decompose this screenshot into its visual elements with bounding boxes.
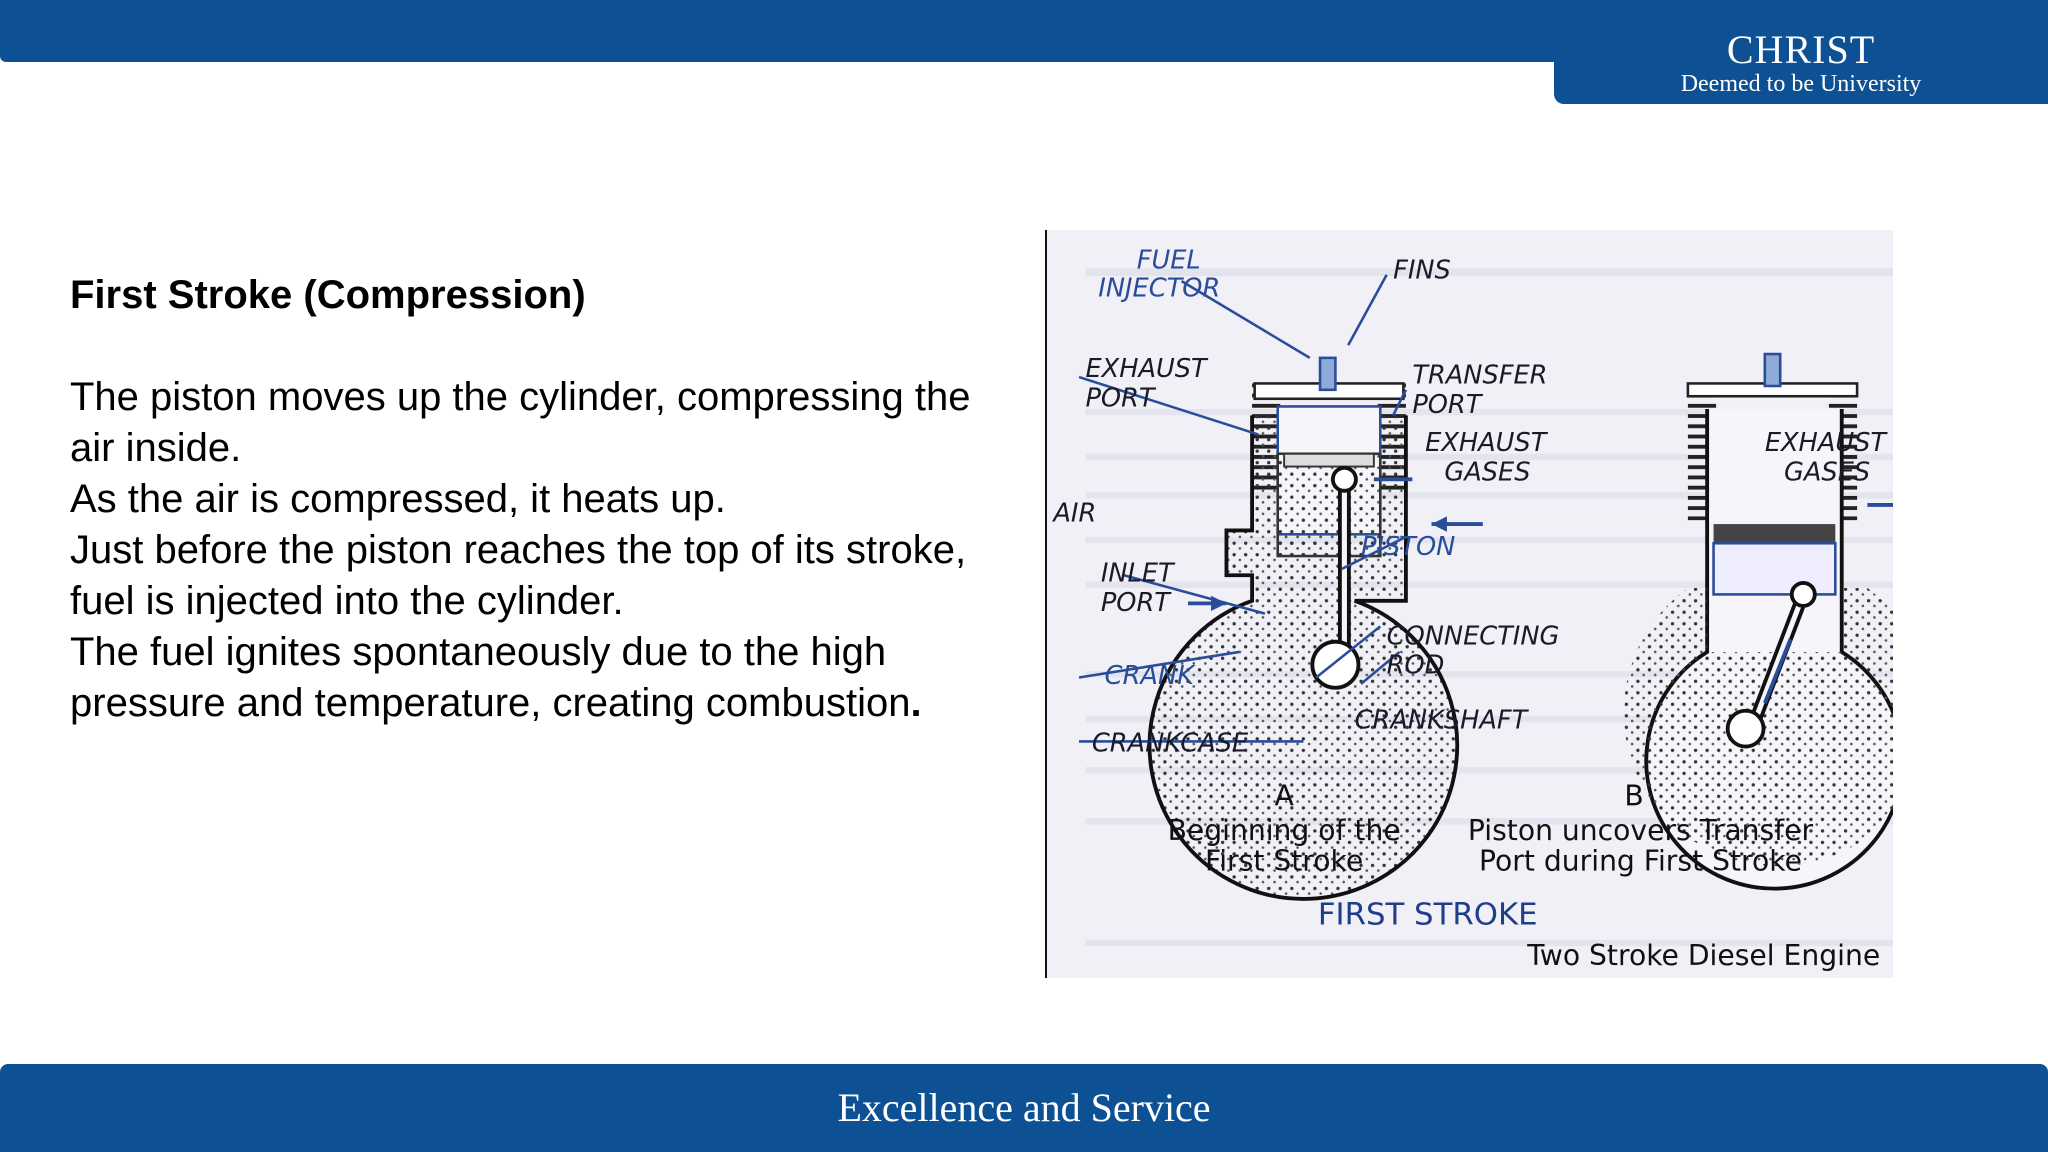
body-line-2: air inside. [70, 426, 242, 470]
leader-lines [1078, 274, 1408, 743]
slide-body: The piston moves up the cylinder, compre… [70, 372, 1050, 729]
footer-bar: Excellence and Service [0, 1064, 2048, 1152]
slide-text: First Stroke (Compression) The piston mo… [70, 270, 1050, 729]
label-crankcase: CRANKCASE [1092, 729, 1249, 759]
label-transfer-port-1: TRANSFER [1412, 360, 1547, 390]
body-line-6: The fuel ignites spontaneously due to th… [70, 630, 887, 674]
figure-title: FIRST STROKE [1318, 896, 1538, 932]
caption-a-line2: First Stroke [1205, 845, 1363, 878]
label-injector: INJECTOR [1098, 274, 1220, 304]
label-exhaust-port-2: PORT [1085, 383, 1156, 413]
caption-b-letter: B [1624, 779, 1643, 812]
slide-heading: First Stroke (Compression) [70, 273, 586, 317]
caption-a-letter: A [1274, 779, 1294, 812]
label-piston: PISTON [1361, 532, 1455, 562]
background-texture [1085, 268, 1893, 947]
body-line-3: As the air is compressed, it heats up. [70, 477, 726, 521]
engine-b-drawing [1623, 352, 1893, 891]
caption-a-line1: Beginning of the [1168, 814, 1401, 847]
body-final-period: . [910, 681, 922, 725]
engine-diagram-figure: FUEL INJECTOR FINS EXHAUST PORT TRANSFER… [1045, 230, 1893, 978]
label-transfer-port-2: PORT [1412, 390, 1483, 420]
label-fuel: FUEL [1137, 245, 1201, 275]
label-exhaust-gases-a-2: GASES [1444, 458, 1530, 488]
label-connecting-rod-2: ROD [1387, 651, 1445, 681]
label-exhaust-gases-b-1: EXHAUST [1765, 428, 1889, 458]
caption-b-line1: Piston uncovers Transfer [1468, 814, 1814, 847]
figure-source-caption: Two Stroke Diesel Engine [1526, 939, 1880, 972]
brand-name: CHRIST [1726, 27, 1876, 72]
body-line-4: Just before the piston reaches the top o… [70, 528, 967, 572]
label-air: AIR [1051, 499, 1096, 529]
brand-logo-block: CHRIST Deemed to be University [1554, 0, 2048, 104]
brand-subtitle: Deemed to be University [1680, 71, 1922, 97]
engine-diagram: FUEL INJECTOR FINS EXHAUST PORT TRANSFER… [1051, 245, 1893, 972]
body-line-5: fuel is injected into the cylinder. [70, 579, 624, 623]
body-line-1: The piston moves up the cylinder, compre… [70, 375, 971, 419]
caption-b-line2: Port during First Stroke [1479, 845, 1802, 878]
label-exhaust-gases-a-1: EXHAUST [1425, 428, 1549, 458]
label-inlet-port-2: PORT [1101, 588, 1172, 618]
label-crank: CRANK [1105, 661, 1196, 691]
label-connecting-rod-1: CONNECTING [1387, 621, 1560, 651]
label-exhaust-port-1: EXHAUST [1085, 354, 1209, 384]
body-line-7: pressure and temperature, creating combu… [70, 681, 911, 725]
label-crankshaft: CRANKSHAFT [1355, 706, 1530, 736]
label-inlet-port-1: INLET [1101, 559, 1176, 589]
label-fins: FINS [1393, 256, 1451, 286]
label-exhaust-gases-b-2: GASES [1784, 458, 1870, 488]
footer-motto: Excellence and Service [837, 1085, 1211, 1130]
